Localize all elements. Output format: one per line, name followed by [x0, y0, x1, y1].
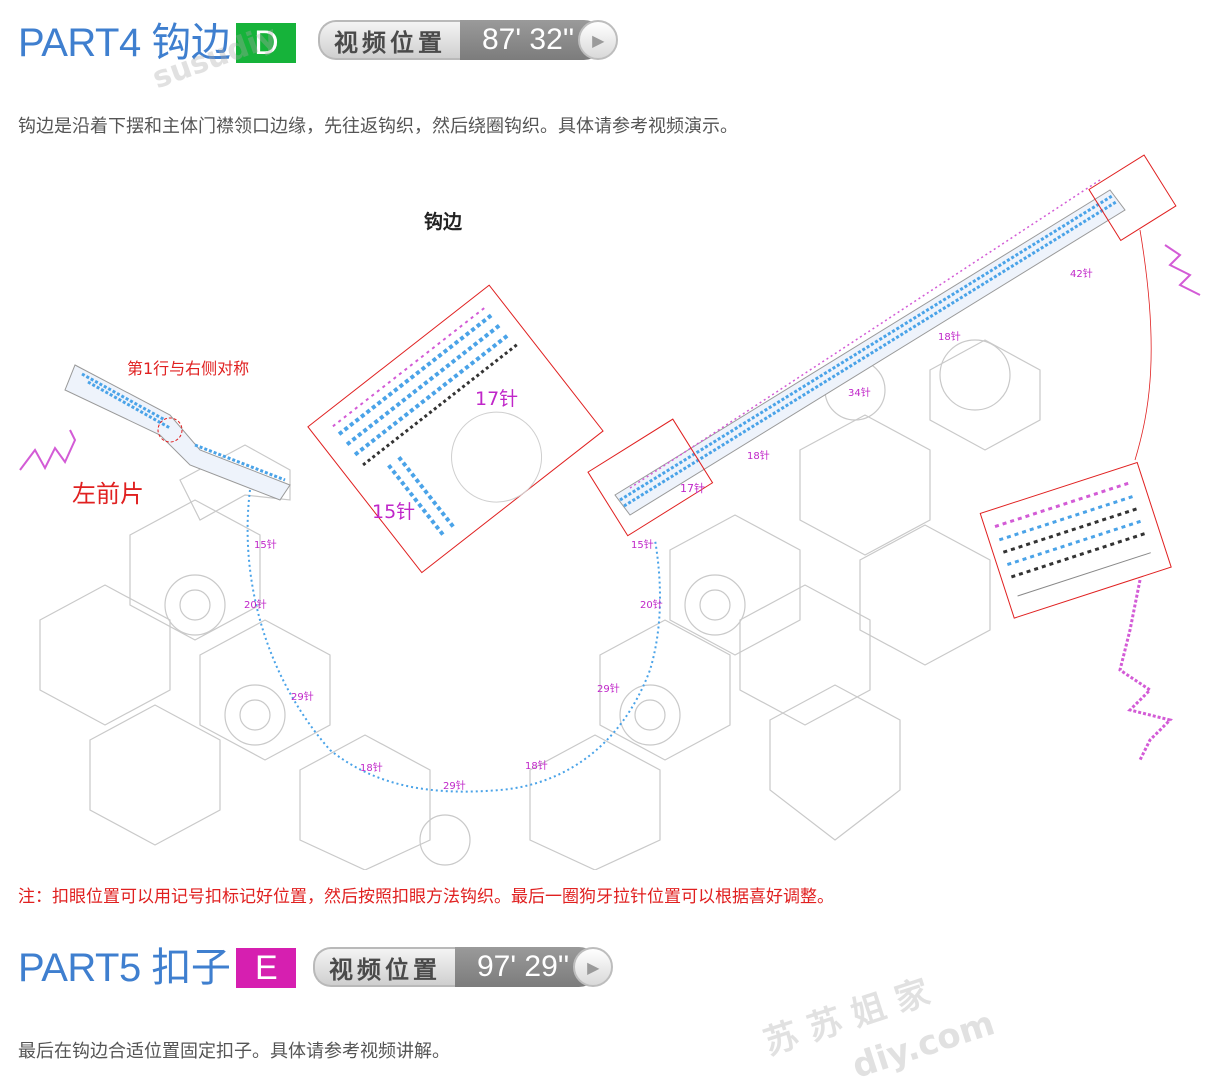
part4-badge: D: [236, 23, 297, 63]
stitch-label: 29针: [597, 682, 620, 695]
right-motifs: [529, 339, 1041, 870]
stitch-labels: 15针 20针 29针 18针 29针 18针 29针 20针 15针 18针 …: [244, 267, 1093, 792]
part5-description: 最后在钩边合适位置固定扣子。具体请参考视频讲解。: [18, 1041, 450, 1062]
detail-box-right: [979, 461, 1172, 619]
part4-title: PART4 钩边: [18, 21, 231, 65]
detail-box-left: [307, 284, 604, 574]
part5-video-position[interactable]: 视频位置 97' 29'' ▶: [313, 947, 614, 987]
play-icon[interactable]: ▶: [578, 20, 619, 60]
part5-header: PART5 扣子 E: [18, 943, 297, 993]
play-icon[interactable]: ▶: [573, 947, 614, 987]
stitch-label: 15针: [254, 538, 277, 551]
stitch-label: 20针: [640, 598, 663, 611]
detail-label-17: 17针: [475, 388, 518, 410]
row1-note: 第1行与右侧对称: [127, 359, 249, 378]
left-front-label: 左前片: [72, 480, 144, 508]
stitch-label: 18针: [747, 449, 770, 462]
stitch-label: 29针: [443, 779, 466, 792]
stitch-label: 20针: [244, 598, 267, 611]
part4-video-position[interactable]: 视频位置 87' 32'' ▶: [318, 20, 619, 60]
watermark-bottom-cn: 苏 苏 姐 家: [759, 972, 935, 1064]
watermark-bottom-en: diy.com: [847, 1003, 1000, 1087]
video-position-label: 视频位置: [313, 947, 455, 987]
stitch-label: 42针: [1070, 267, 1093, 280]
left-front-strip: [19, 364, 291, 501]
crochet-edging-diagram: 17针 15针 17针 钩边 左前片 第1行与右侧对称 15针 20针 29针 …: [19, 154, 1201, 870]
stitch-label: 15针: [631, 538, 654, 551]
stitch-label: 29针: [291, 690, 314, 703]
stitch-label: 34针: [848, 386, 871, 399]
stitch-label: 18针: [360, 761, 383, 774]
left-motifs: [39, 444, 471, 870]
stitch-label: 18针: [525, 759, 548, 772]
part4-description: 钩边是沿着下摆和主体门襟领口边缘，先往返钩织，然后绕圈钩织。具体请参考视频演示。: [18, 116, 738, 137]
detail-label-15: 15针: [372, 501, 415, 523]
part5-title: PART5 扣子: [18, 946, 231, 990]
diagram-title: 钩边: [424, 210, 463, 233]
right-front-strip: [587, 154, 1201, 537]
part4-header: PART4 钩边 D: [18, 18, 297, 68]
neckline-edge: [246, 489, 661, 793]
stitch-label: 18针: [938, 330, 961, 343]
small-detail-17: 17针: [680, 481, 705, 495]
video-position-label: 视频位置: [318, 20, 460, 60]
part5-badge: E: [236, 948, 297, 988]
buttonhole-note: 注：扣眼位置可以用记号扣标记好位置，然后按照扣眼方法钩织。最后一圈狗牙拉针位置可…: [18, 887, 834, 907]
